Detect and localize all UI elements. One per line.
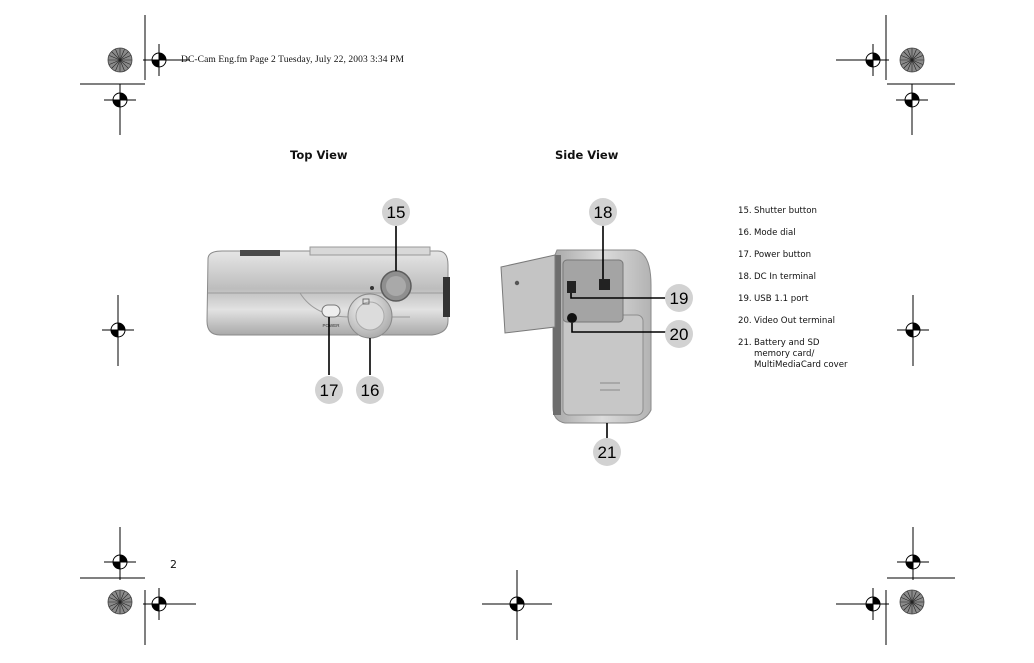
power-label: POWER <box>322 323 340 328</box>
svg-text:21: 21 <box>598 443 617 462</box>
registration-mark-top-left <box>80 15 190 135</box>
print-header: DC-Cam Eng.fm Page 2 Tuesday, July 22, 2… <box>181 55 404 65</box>
callout-20: 20 <box>665 320 693 348</box>
registration-mark-top-right <box>836 15 955 135</box>
registration-mark-bottom-right <box>836 527 955 645</box>
top-view-title: Top View <box>290 148 348 162</box>
svg-text:18: 18 <box>594 203 613 222</box>
svg-text:19: 19 <box>670 289 689 308</box>
callout-18: 18 <box>589 198 617 226</box>
page-number: 2 <box>170 558 177 571</box>
callout-19: 19 <box>665 284 693 312</box>
registration-mark-right-middle <box>896 295 930 366</box>
svg-text:20: 20 <box>670 325 689 344</box>
callout-15: 15 <box>382 198 410 226</box>
callout-16: 16 <box>356 376 384 404</box>
svg-text:17: 17 <box>320 381 339 400</box>
registration-mark-bottom-left <box>80 527 196 645</box>
callout-21: 21 <box>593 438 621 466</box>
video-out-graphic <box>567 313 577 323</box>
usb-port-graphic <box>567 281 576 293</box>
power-button-graphic <box>321 304 341 318</box>
camera-side-view-figure: 18 19 20 21 <box>497 198 693 466</box>
side-view-title: Side View <box>555 148 619 162</box>
camera-top-view-figure: POWER 15 17 16 <box>200 198 450 404</box>
dc-in-graphic <box>599 279 610 290</box>
callout-17: 17 <box>315 376 343 404</box>
registration-mark-bottom-center <box>482 570 552 640</box>
registration-mark-left-middle <box>101 295 135 366</box>
svg-text:16: 16 <box>361 381 380 400</box>
svg-text:15: 15 <box>387 203 406 222</box>
